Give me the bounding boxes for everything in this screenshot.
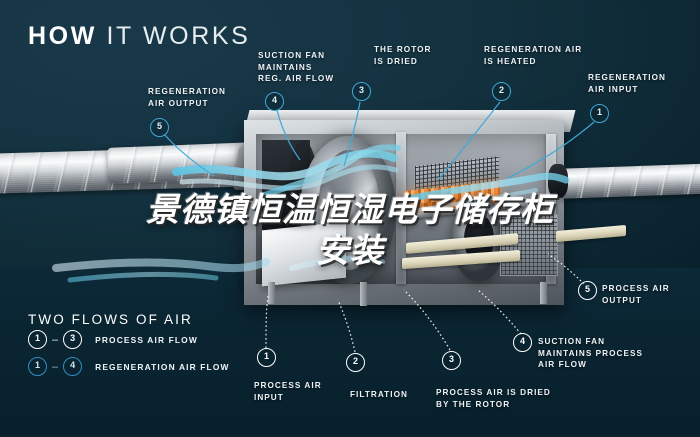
legend-title: TWO FLOWS OF AIR [28,312,193,327]
callout-regeneration-air-output: REGENERATION AIR OUTPUT [148,86,226,109]
callout-line-1: PROCESS AIR [602,284,670,293]
callout-line-1: THE ROTOR [374,45,432,54]
callout-regen-input: REGENERATION AIR INPUT [588,72,666,95]
machine-leg-mid [360,282,367,306]
callout-line-2: MAINTAINS [258,62,313,72]
callout-line-2: BY THE ROTOR [436,399,511,409]
callout-line-1: REGENERATION AIR [484,45,583,54]
legend-marker-from: 1 [28,330,47,349]
callout-line-2: MAINTAINS PROCESS [538,348,644,358]
callout-line-1: SUCTION FAN [538,337,606,346]
callout-line-1: PROCESS AIR [254,381,322,390]
marker-4-suction-fan-reg[interactable]: 4 [265,92,284,111]
legend-label: REGENERATION AIR FLOW [95,361,230,372]
legend-marker-to: 4 [63,357,83,376]
callout-line-1: FILTRATION [350,390,408,399]
legend-dash: – [52,360,59,373]
legend-label: PROCESS AIR FLOW [95,334,198,345]
marker-1-regen-input[interactable]: 1 [590,104,609,123]
callout-suction-fan-process: SUCTION FAN MAINTAINS PROCESS AIR FLOW [538,336,643,371]
marker-2-filtration[interactable]: 2 [346,353,365,372]
marker-3-rotor-dried[interactable]: 3 [352,82,371,101]
marker-4-suction-fan-process[interactable]: 4 [513,333,532,352]
callout-line-3: AIR FLOW [538,360,587,369]
page-title-bold: HOW [28,22,97,50]
callout-line-2: INPUT [254,392,284,402]
watermark-line-1: 景德镇恒温恒湿电子储存柜 [146,190,554,229]
legend-marker-from: 1 [28,357,47,376]
legend-marker-to: 3 [63,330,83,349]
callout-line-2: IS DRIED [374,56,418,66]
callout-filtration: FILTRATION [350,389,408,401]
callout-line-2: AIR OUTPUT [148,98,209,108]
callout-line-2: OUTPUT [602,295,642,305]
marker-5-process-output[interactable]: 5 [578,281,597,300]
callout-line-2: AIR INPUT [588,84,639,94]
legend-row-process-air-flow: 1 – 3 PROCESS AIR FLOW [28,330,198,349]
callout-suction-fan-reg: SUCTION FAN MAINTAINS REG. AIR FLOW [258,50,334,85]
page-title: HOW IT WORKS [28,24,250,49]
callout-process-air-output: PROCESS AIR OUTPUT [602,283,670,306]
marker-3-process-dried[interactable]: 3 [442,351,461,370]
machine-leg-left [268,282,275,304]
callout-process-air-dried: PROCESS AIR IS DRIED BY THE ROTOR [436,387,551,410]
callout-line-1: PROCESS AIR IS DRIED [436,388,551,397]
legend-dash: – [52,333,59,346]
callout-process-air-input: PROCESS AIR INPUT [254,380,322,403]
callout-line-1: REGENERATION [148,87,226,96]
divider-panel-right [546,134,556,284]
marker-5-regeneration[interactable]: 5 [150,118,169,137]
marker-2-regen-heated[interactable]: 2 [492,82,511,101]
callout-line-1: SUCTION FAN [258,51,326,60]
legend-row-regeneration-air-flow: 1 – 4 REGENERATION AIR FLOW [28,357,230,376]
callout-line-1: REGENERATION [588,73,666,82]
machine-leg-right [540,282,547,304]
marker-1-process-input[interactable]: 1 [257,348,276,367]
callout-line-2: IS HEATED [484,56,537,66]
page-title-light: IT WORKS [106,22,251,50]
callout-rotor-dried: THE ROTOR IS DRIED [374,44,432,67]
rotor-hub [340,196,358,222]
callout-line-3: REG. AIR FLOW [258,74,335,83]
divider-panel-center [396,132,406,284]
watermark-line-2: 安装 [316,231,384,270]
callout-regen-heated: REGENERATION AIR IS HEATED [484,44,582,67]
